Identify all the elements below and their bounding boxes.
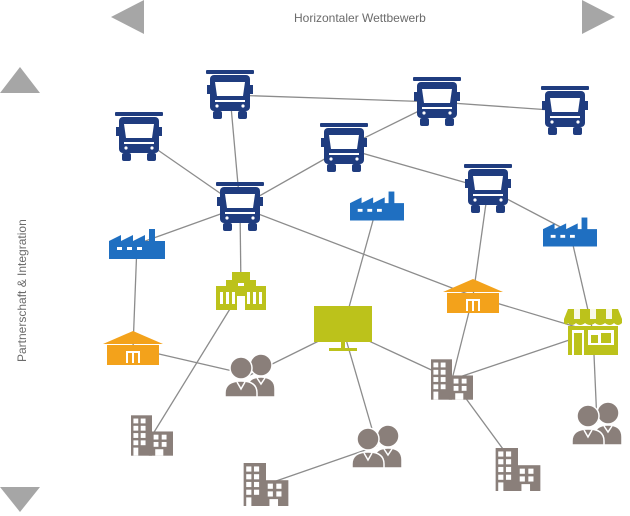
office-building-icon xyxy=(431,359,473,400)
horizontal-axis-label: Horizontaler Wettbewerb xyxy=(294,11,426,25)
arrow-up-icon[interactable] xyxy=(0,67,40,93)
arrow-down-icon[interactable] xyxy=(0,487,40,512)
truck-icon xyxy=(413,77,461,126)
truck-icon xyxy=(464,164,512,213)
office-building-icon xyxy=(243,463,289,506)
connection-line xyxy=(472,188,489,297)
connection-line xyxy=(239,206,474,297)
truck-icon xyxy=(115,112,163,161)
connections xyxy=(132,94,598,486)
arrow-right-icon[interactable] xyxy=(582,0,615,34)
truck-icon xyxy=(206,70,254,119)
office-building-icon xyxy=(495,448,541,491)
connection-line xyxy=(229,94,438,103)
headquarters-icon xyxy=(216,272,266,310)
factory-icon xyxy=(109,229,165,259)
factory-icon xyxy=(350,191,404,221)
warehouse-icon xyxy=(443,279,503,313)
connection-line xyxy=(132,243,138,349)
connection-line xyxy=(343,147,489,190)
truck-icon xyxy=(320,123,368,172)
nodes xyxy=(103,70,623,506)
monitor-icon xyxy=(314,306,372,351)
arrow-left-icon[interactable] xyxy=(111,0,144,34)
connection-line xyxy=(265,445,378,486)
vertical-axis-label: Partnerschaft & Integration xyxy=(15,219,29,362)
people-icon xyxy=(571,401,623,445)
shop-icon xyxy=(564,309,622,355)
warehouse-icon xyxy=(103,331,163,365)
people-icon xyxy=(351,424,403,468)
people-icon xyxy=(224,353,276,397)
truck-icon xyxy=(541,86,589,135)
office-building-icon xyxy=(131,415,173,456)
